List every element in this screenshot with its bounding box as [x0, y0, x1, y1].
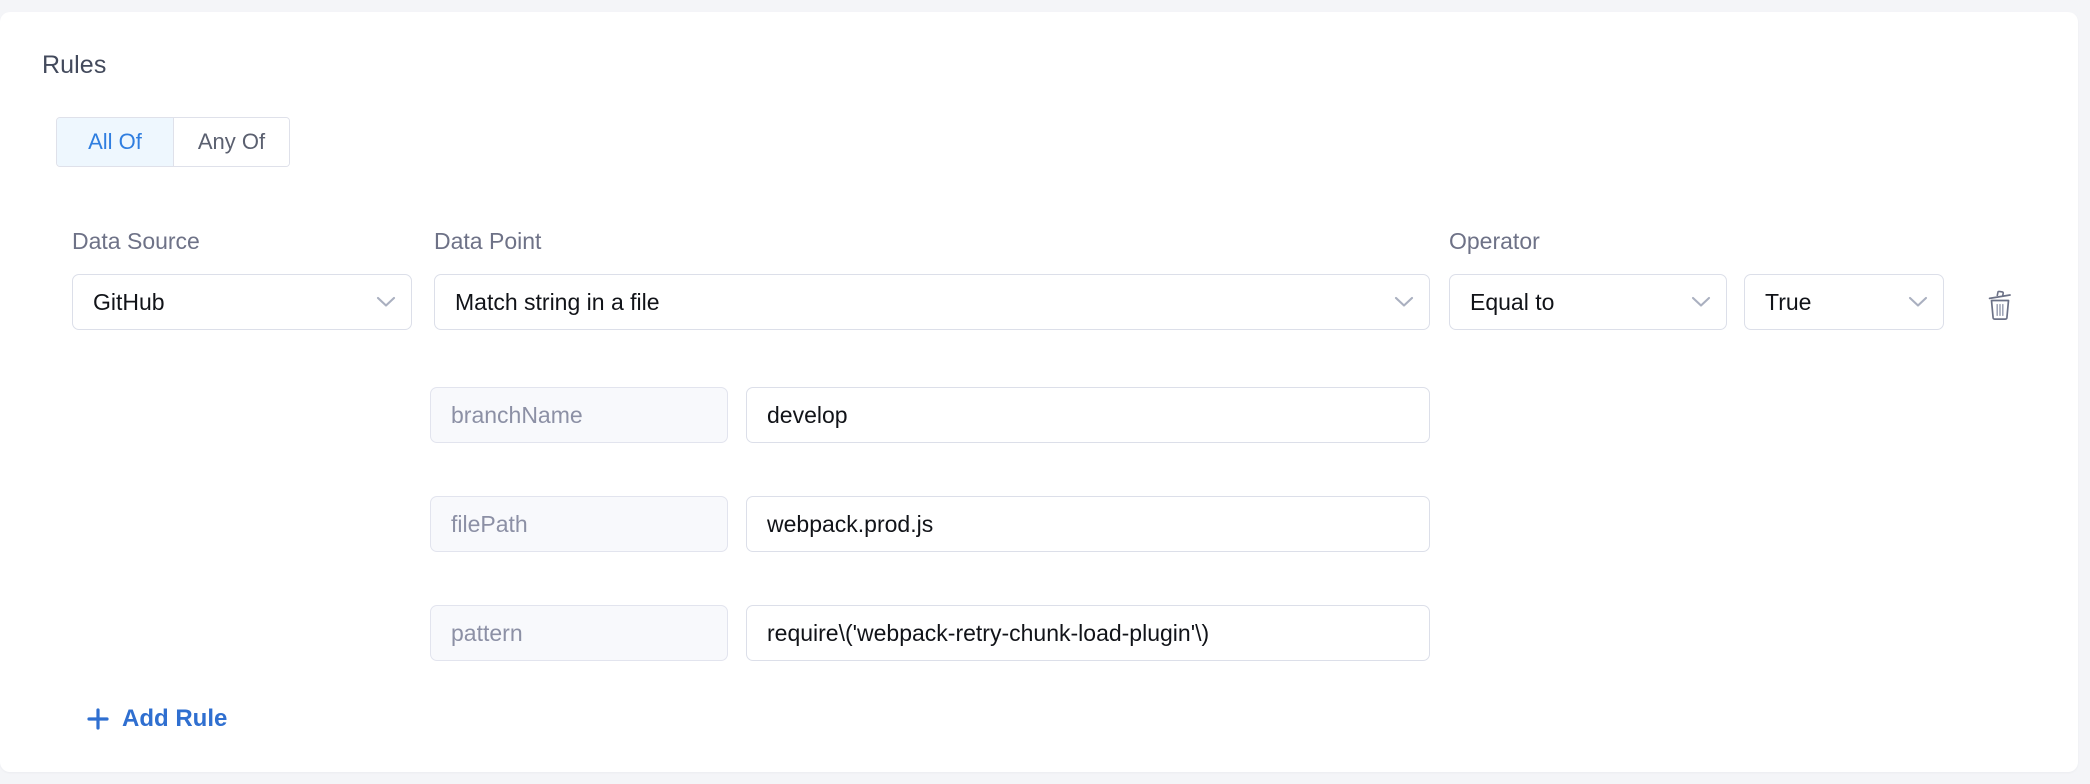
plus-icon [86, 707, 110, 731]
parameter-row: filePath webpack.prod.js [0, 496, 2078, 552]
match-mode-any-of-button[interactable]: Any Of [173, 118, 289, 166]
parameter-value-text: webpack.prod.js [767, 510, 934, 537]
chevron-down-icon [1387, 275, 1421, 329]
data-source-select[interactable]: GitHub [72, 274, 412, 330]
rules-card: Rules All Of Any Of Data Source Data Poi… [0, 12, 2078, 772]
parameter-key-field[interactable]: filePath [430, 496, 728, 552]
chevron-down-icon [1901, 275, 1935, 329]
parameter-value-text: develop [767, 401, 848, 428]
add-rule-label: Add Rule [122, 705, 228, 732]
data-point-select[interactable]: Match string in a file [434, 274, 1430, 330]
parameter-key-label: branchName [451, 401, 583, 428]
rules-card-inner: Rules All Of Any Of Data Source Data Poi… [0, 12, 2078, 772]
operator-value-selected: True [1765, 288, 1812, 315]
operator-select[interactable]: Equal to [1449, 274, 1727, 330]
parameter-value-field[interactable]: webpack.prod.js [746, 496, 1430, 552]
chevron-down-icon [1684, 275, 1718, 329]
parameter-row: pattern require\('webpack-retry-chunk-lo… [0, 605, 2078, 661]
delete-rule-button[interactable] [1978, 284, 2022, 328]
data-source-value: GitHub [93, 288, 165, 315]
match-mode-segmented-control: All Of Any Of [56, 117, 290, 167]
parameter-row: branchName develop [0, 387, 2078, 443]
operator-value-select[interactable]: True [1744, 274, 1944, 330]
parameter-value-field[interactable]: require\('webpack-retry-chunk-load-plugi… [746, 605, 1430, 661]
operator-label: Operator [1449, 228, 1540, 254]
data-point-value: Match string in a file [455, 288, 660, 315]
chevron-down-icon [369, 275, 403, 329]
operator-value: Equal to [1470, 288, 1555, 315]
parameter-value-field[interactable]: develop [746, 387, 1430, 443]
parameter-key-field[interactable]: pattern [430, 605, 728, 661]
data-source-label: Data Source [72, 228, 200, 254]
trash-icon [1985, 289, 2015, 324]
parameter-key-field[interactable]: branchName [430, 387, 728, 443]
parameter-key-label: pattern [451, 619, 523, 646]
match-mode-all-of-button[interactable]: All Of [57, 118, 173, 166]
data-point-label: Data Point [434, 228, 542, 254]
page-title: Rules [42, 51, 107, 79]
add-rule-button[interactable]: Add Rule [86, 705, 227, 733]
parameter-key-label: filePath [451, 510, 528, 537]
parameter-value-text: require\('webpack-retry-chunk-load-plugi… [767, 619, 1210, 646]
